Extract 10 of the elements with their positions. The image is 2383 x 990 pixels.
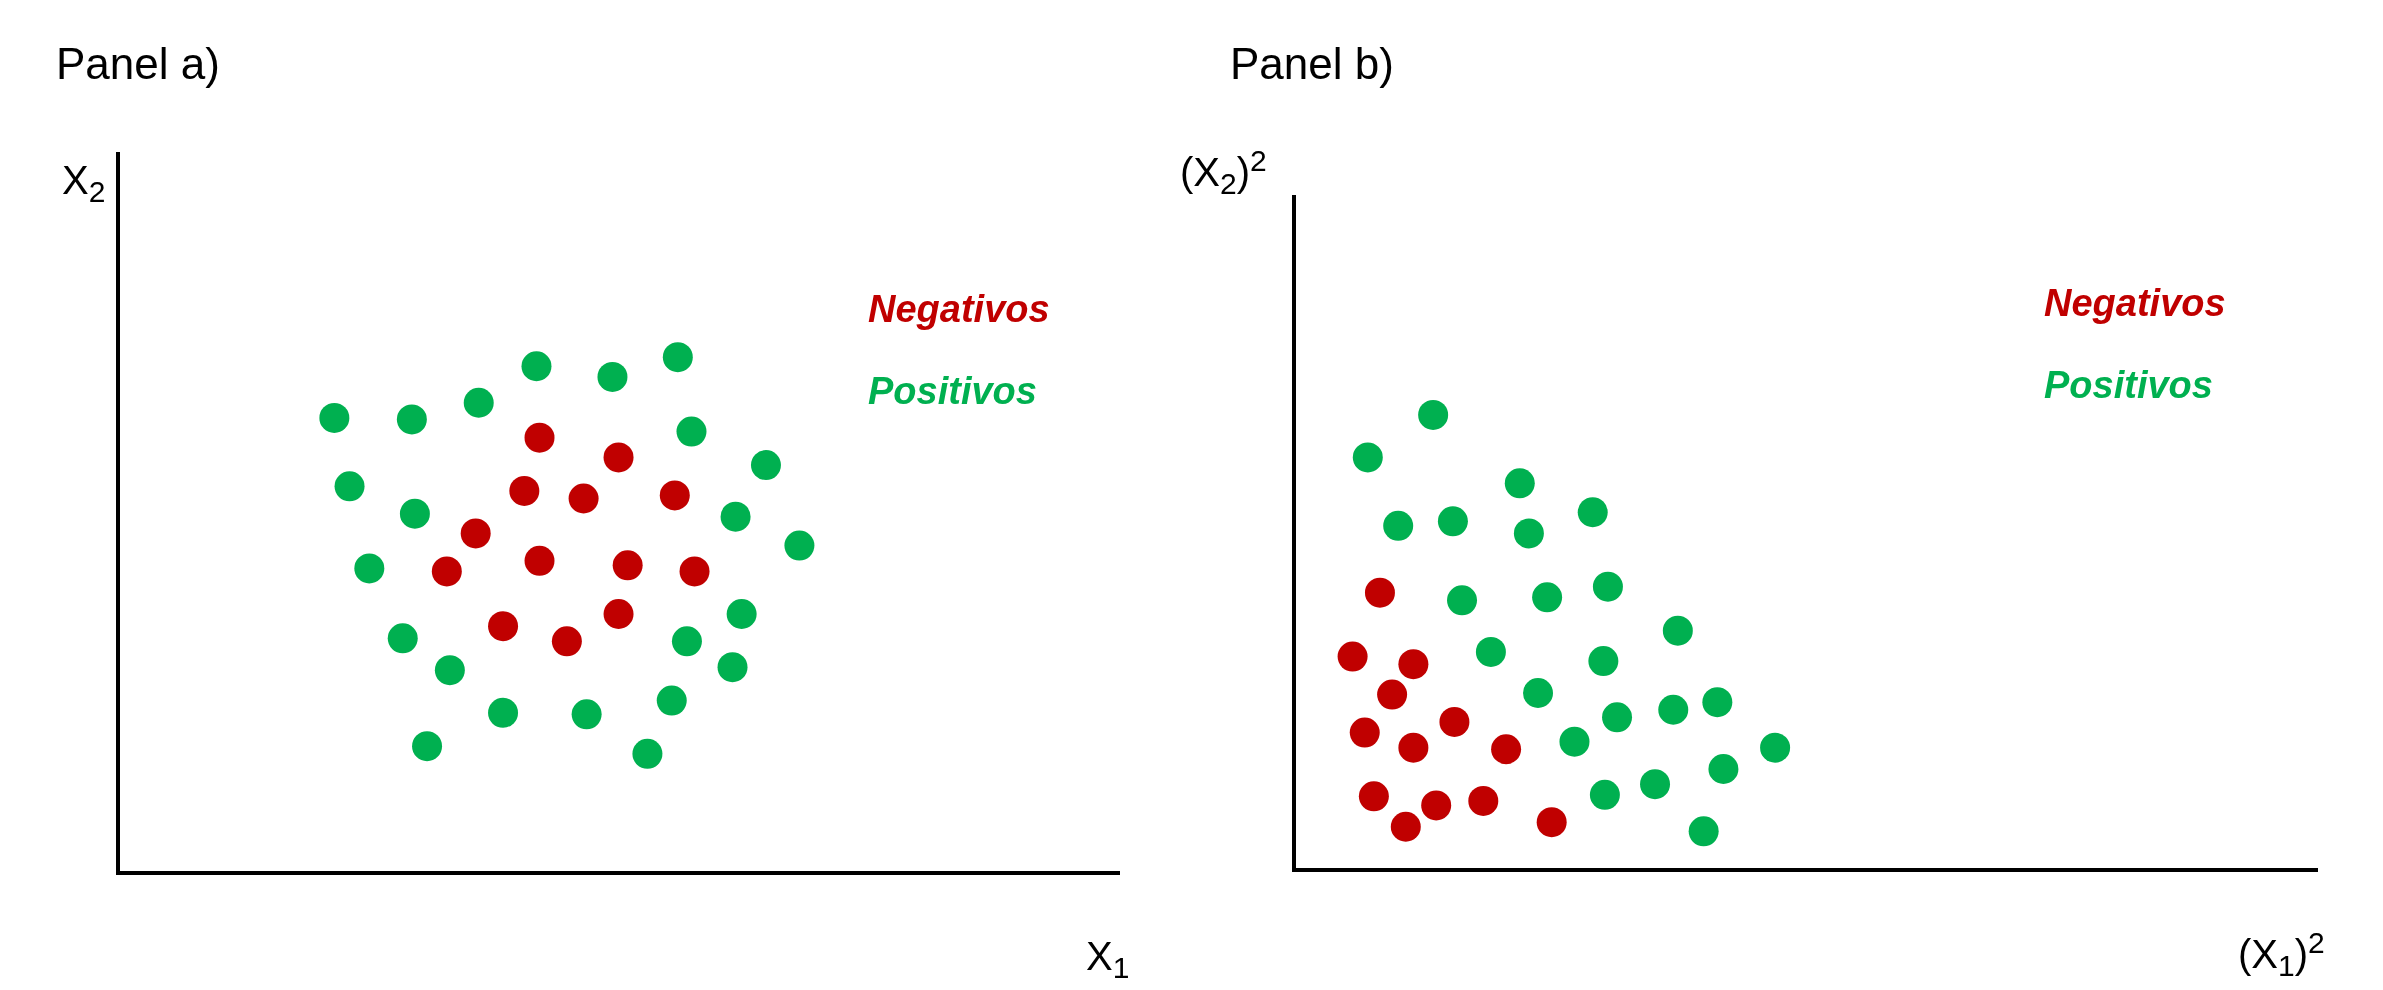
panel-title: Panel b) [1230,42,1394,86]
class-label: Negativos [2044,284,2226,322]
axis-label: X$_{1}$ [1086,936,1130,976]
axis-label: X$_{2}$ [62,160,106,200]
class-label: Positivos [2044,366,2213,404]
axis-label: (X$_{1}$)$^{2}$ [2238,934,2325,974]
class-label: Positivos [868,372,1037,410]
axis-label: (X$_{2}$)$^{2}$ [1180,152,1267,192]
class-label: Negativos [868,290,1050,328]
panel-title: Panel a) [56,42,220,86]
